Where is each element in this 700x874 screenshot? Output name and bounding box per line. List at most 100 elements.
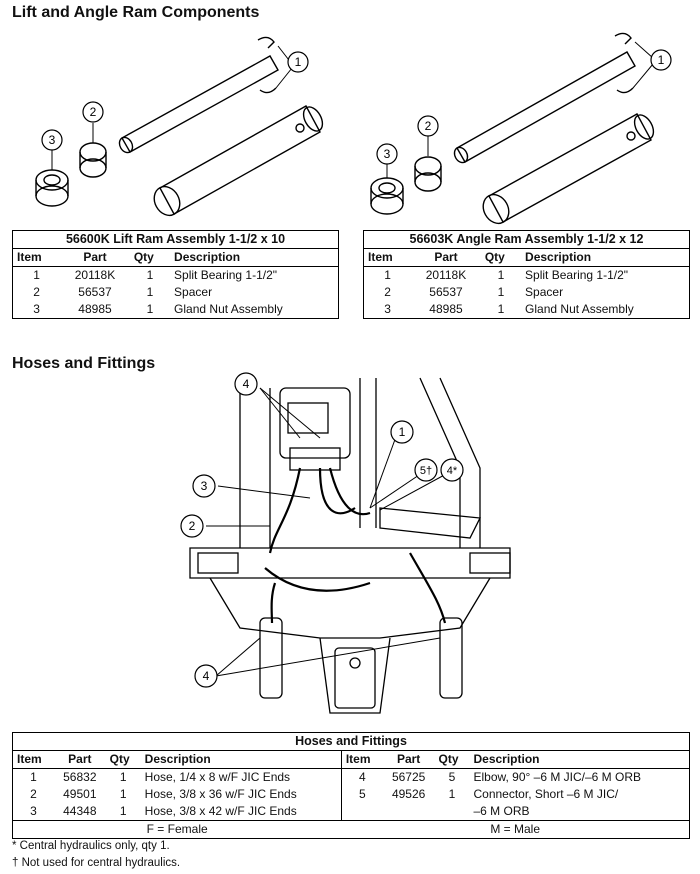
callout-3: 3 xyxy=(384,147,391,161)
lift-table-caption: 56600K Lift Ram Assembly 1-1/2 x 10 xyxy=(12,230,339,249)
cell-description: Spacer xyxy=(174,285,213,299)
footnote-not-used: † Not used for central hydraulics. xyxy=(12,857,181,869)
callout-3: 3 xyxy=(201,479,208,493)
col-part: Part xyxy=(53,750,106,769)
col-description: Description xyxy=(140,750,342,769)
cell-description: Split Bearing 1-1/2" xyxy=(525,268,629,282)
cell-qty: 1 xyxy=(497,268,505,282)
hoses-fittings-illustration: 4 1 3 2 5† 4* 4 xyxy=(180,372,511,714)
angle-ram-parts-table: 56603K Angle Ram Assembly 1-1/2 x 12 Ite… xyxy=(363,230,690,319)
callout-3: 3 xyxy=(49,133,56,147)
lift-ram-parts-table: 56600K Lift Ram Assembly 1-1/2 x 10 Item… xyxy=(12,230,339,319)
col-item: Item xyxy=(12,248,61,267)
cell-qty: 1 xyxy=(146,302,154,316)
cell-description: Split Bearing 1-1/2" xyxy=(174,268,278,282)
cell-description: Hose, 3/8 x 42 w/F JIC Ends xyxy=(140,803,342,821)
cell-item: 3 xyxy=(384,302,391,316)
table-row: 3 44348 1 Hose, 3/8 x 42 w/F JIC Ends –6… xyxy=(13,803,690,821)
col-part: Part xyxy=(382,750,435,769)
cell-part: 20118K xyxy=(74,268,116,282)
cell-item: 2 xyxy=(384,285,391,299)
table-row: 3 48985 1 Gland Nut Assembly xyxy=(364,301,690,319)
col-part: Part xyxy=(411,248,481,267)
cell-item xyxy=(341,803,382,821)
footnote-central: * Central hydraulics only, qty 1. xyxy=(12,840,170,852)
cell-qty: 1 xyxy=(497,285,505,299)
callout-1: 1 xyxy=(295,55,302,69)
col-description: Description xyxy=(469,750,690,769)
section-title-rams: Lift and Angle Ram Components xyxy=(12,4,260,21)
callout-5-dagger: 5† xyxy=(420,465,432,477)
cell-description: Connector, Short –6 M JIC/ xyxy=(473,787,619,801)
cell-item: 1 xyxy=(30,770,37,784)
callout-4: 4 xyxy=(203,669,210,683)
col-description: Description xyxy=(521,248,690,267)
callout-1: 1 xyxy=(399,425,406,439)
cell-description: –6 M ORB xyxy=(473,804,530,818)
cell-item: 2 xyxy=(30,787,37,801)
cell-part: 56537 xyxy=(429,285,463,299)
cell-qty: 1 xyxy=(448,787,456,801)
cell-description: Hose, 3/8 x 36 w/F JIC Ends xyxy=(140,786,342,803)
cell-item: 1 xyxy=(384,268,391,282)
callout-2: 2 xyxy=(90,105,97,119)
angle-table-caption: 56603K Angle Ram Assembly 1-1/2 x 12 xyxy=(363,230,690,249)
cell-item: 1 xyxy=(33,268,40,282)
cell-part: 48985 xyxy=(429,302,463,316)
callout-4: 4 xyxy=(243,377,250,391)
cell-description: Spacer xyxy=(525,285,564,299)
callout-4-star: 4* xyxy=(447,465,458,477)
cell-qty: 1 xyxy=(146,268,154,282)
cell-qty: 1 xyxy=(119,787,127,801)
cell-part xyxy=(383,803,435,821)
col-item: Item xyxy=(363,248,412,267)
col-qty: Qty xyxy=(434,750,470,769)
callout-1: 1 xyxy=(658,53,665,67)
cell-item: 3 xyxy=(33,302,40,316)
table-row: 3 48985 1 Gland Nut Assembly xyxy=(13,301,339,319)
callout-2: 2 xyxy=(189,519,196,533)
cell-qty: 1 xyxy=(497,302,505,316)
cell-item: 4 xyxy=(358,770,366,784)
section-title-hoses: Hoses and Fittings xyxy=(12,355,156,372)
cell-qty: 1 xyxy=(119,804,127,818)
hoses-fittings-table: Hoses and Fittings Item Part Qty Descrip… xyxy=(12,732,690,839)
table-row: 2 56537 1 Spacer xyxy=(13,284,339,301)
cell-part: 56832 xyxy=(63,770,97,784)
table-row: 2 56537 1 Spacer xyxy=(364,284,690,301)
cell-item: 2 xyxy=(33,285,40,299)
cell-part: 49501 xyxy=(63,787,97,801)
cell-description: Gland Nut Assembly xyxy=(525,302,634,316)
angle-ram-illustration: 1 2 3 xyxy=(370,32,672,225)
cell-description: Gland Nut Assembly xyxy=(174,302,283,316)
cell-part: 20118K xyxy=(425,268,467,282)
col-description: Description xyxy=(170,248,339,267)
cell-qty: 5 xyxy=(448,770,456,784)
cell-qty: 1 xyxy=(119,770,127,784)
table-row: 1 56832 1 Hose, 1/4 x 8 w/F JIC Ends 4 5… xyxy=(13,768,690,786)
cell-description: Elbow, 90° –6 M JIC/–6 M ORB xyxy=(473,770,642,784)
legend-female: F = Female xyxy=(146,822,208,836)
cell-part: 48985 xyxy=(78,302,112,316)
col-qty: Qty xyxy=(105,750,141,769)
col-qty: Qty xyxy=(129,248,171,267)
table-row: 1 20118K 1 Split Bearing 1-1/2" xyxy=(13,267,339,285)
cell-part: 49526 xyxy=(391,787,426,801)
col-part: Part xyxy=(60,248,130,267)
cell-item: 5 xyxy=(358,787,366,801)
cell-part: 56725 xyxy=(391,770,426,784)
lift-ram-illustration: 1 2 3 xyxy=(35,36,324,217)
hoses-table-caption: Hoses and Fittings xyxy=(12,732,690,751)
cell-part: 56537 xyxy=(78,285,112,299)
table-row: 1 20118K 1 Split Bearing 1-1/2" xyxy=(364,267,690,285)
table-row: 2 49501 1 Hose, 3/8 x 36 w/F JIC Ends 5 … xyxy=(13,786,690,803)
col-item: Item xyxy=(341,750,383,769)
callout-2: 2 xyxy=(425,119,432,133)
cell-description: Hose, 1/4 x 8 w/F JIC Ends xyxy=(140,768,342,786)
legend-male: M = Male xyxy=(490,822,540,836)
cell-part: 44348 xyxy=(63,804,97,818)
cell-qty xyxy=(434,803,469,821)
cell-qty: 1 xyxy=(146,285,154,299)
cell-item: 3 xyxy=(30,804,37,818)
col-item: Item xyxy=(12,750,54,769)
